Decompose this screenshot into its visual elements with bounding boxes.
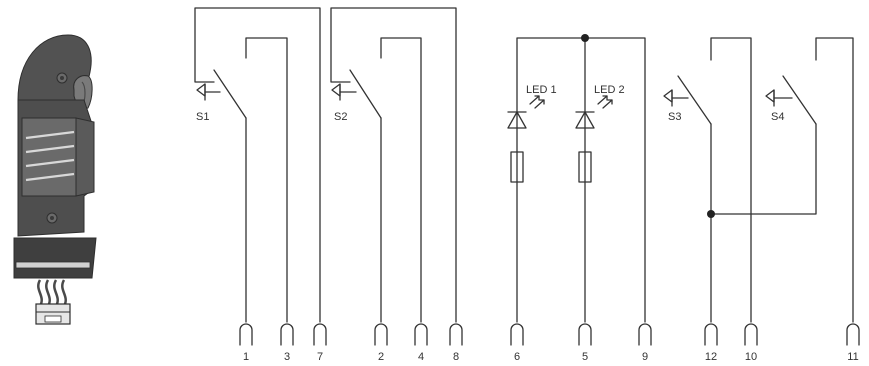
connector-pins: [239, 323, 860, 346]
pin-label-9: 9: [642, 351, 648, 363]
pin-label-11: 11: [847, 351, 858, 363]
switches-s3-s4: [663, 37, 854, 323]
pin-label-12: 12: [705, 351, 717, 363]
pin-label-4: 4: [418, 351, 424, 363]
pin-label-6: 6: [514, 351, 520, 363]
joystick-handle-icon: [13, 34, 97, 325]
pin-label-1: 1: [243, 351, 249, 363]
led-label-2: LED 2: [594, 84, 625, 96]
switch-label-s2: S2: [334, 111, 347, 123]
pin-label-5: 5: [582, 351, 588, 363]
switch-label-s4: S4: [771, 111, 784, 123]
switch-label-s3: S3: [668, 111, 681, 123]
pin-label-10: 10: [745, 351, 757, 363]
pin-label-2: 2: [378, 351, 384, 363]
pin-label-7: 7: [317, 351, 323, 363]
led-circuit: [507, 34, 646, 323]
pin-label-3: 3: [284, 351, 290, 363]
switch-label-s1: S1: [196, 111, 209, 123]
switch-s1: [194, 7, 321, 323]
switch-s2: [330, 7, 457, 323]
led-label-1: LED 1: [526, 84, 557, 96]
pin-label-8: 8: [453, 351, 459, 363]
